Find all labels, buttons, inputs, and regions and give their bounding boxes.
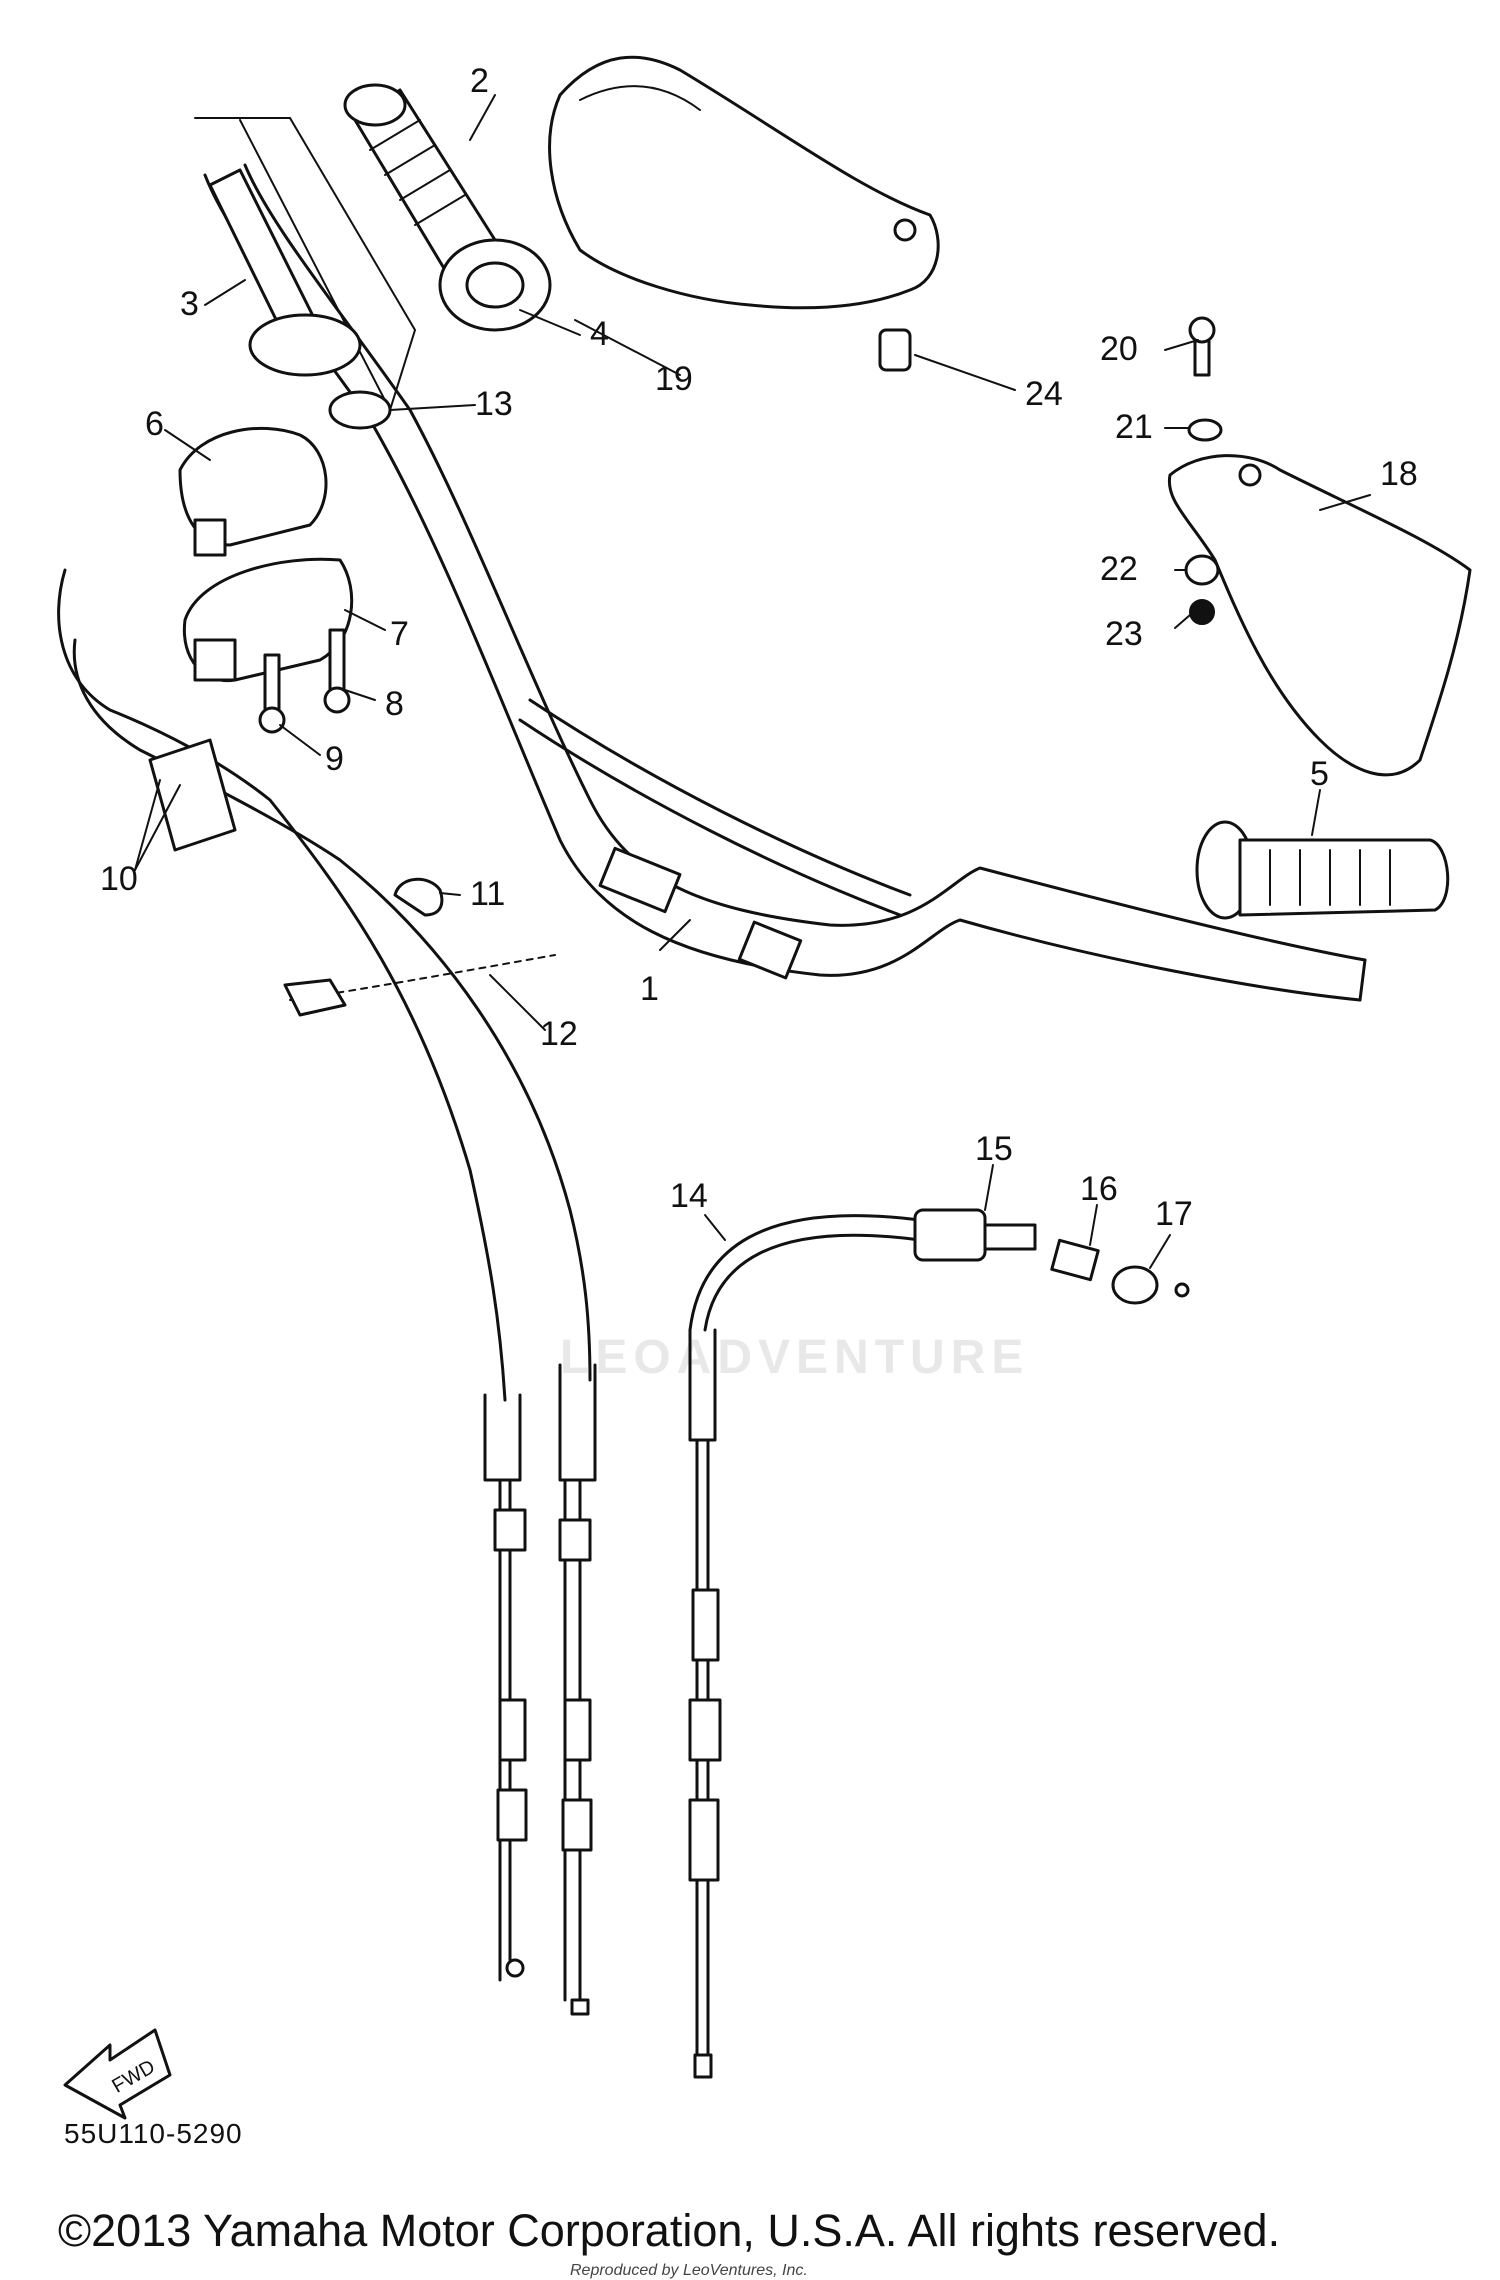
fwd-arrow: FWD [63, 2028, 172, 2120]
callout-3: 3 [180, 285, 199, 323]
callout-11: 11 [470, 875, 505, 913]
callout-14: 14 [670, 1177, 708, 1215]
diagram-ref-code: 55U110-5290 [64, 2118, 243, 2149]
bar-end-left [194, 117, 417, 413]
callout-24: 24 [1025, 375, 1063, 413]
callout-4: 4 [590, 315, 609, 353]
callout-labels: 1 2 3 4 5 6 7 8 9 10 11 12 13 14 15 16 1… [100, 62, 1418, 1233]
callout-20: 20 [1100, 330, 1138, 368]
grip-left [343, 83, 497, 272]
spacer-small [1184, 554, 1220, 586]
handlebar [203, 163, 1367, 1002]
cable-adjuster [913, 1208, 1190, 1305]
callout-21: 21 [1115, 408, 1153, 446]
callout-12: 12 [540, 1015, 578, 1053]
callout-7: 7 [390, 615, 409, 653]
callout-10: 10 [100, 860, 138, 898]
callout-18: 18 [1380, 455, 1418, 493]
copyright-notice: ©2013 Yamaha Motor Corporation, U.S.A. A… [58, 2205, 1281, 2256]
callout-19: 19 [655, 360, 693, 398]
hand-guard-left [548, 55, 940, 310]
callout-9: 9 [325, 740, 344, 778]
spacer [878, 328, 912, 372]
cable-clip [393, 877, 444, 917]
clutch-cable [688, 1214, 922, 2079]
callout-16: 16 [1080, 1170, 1118, 1208]
throttle-housing-lower [182, 557, 354, 683]
washer-small [1187, 418, 1223, 442]
grip-right [1195, 820, 1450, 920]
callout-22: 22 [1100, 550, 1138, 588]
hand-guard-right [1167, 454, 1472, 777]
screws [258, 316, 1216, 734]
callout-17: 17 [1155, 1195, 1193, 1233]
reproduction-note: Reproduced by LeoVentures, Inc. [570, 2262, 808, 2279]
callout-15: 15 [975, 1130, 1013, 1168]
callout-13: 13 [475, 385, 513, 423]
leader-lines [134, 94, 1371, 1269]
callout-6: 6 [145, 405, 164, 443]
callout-2: 2 [470, 62, 489, 100]
holder [328, 390, 392, 430]
callout-5: 5 [1310, 755, 1329, 793]
watermark: LEOADVENTURE [560, 1331, 1030, 1384]
throttle-cables [57, 568, 597, 2016]
throttle-housing-upper [178, 426, 328, 557]
nut-small [1189, 599, 1215, 625]
callout-1: 1 [640, 970, 659, 1008]
collar [438, 238, 552, 332]
callout-23: 23 [1105, 615, 1143, 653]
callout-8: 8 [385, 685, 404, 723]
cable-tie [283, 954, 556, 1017]
